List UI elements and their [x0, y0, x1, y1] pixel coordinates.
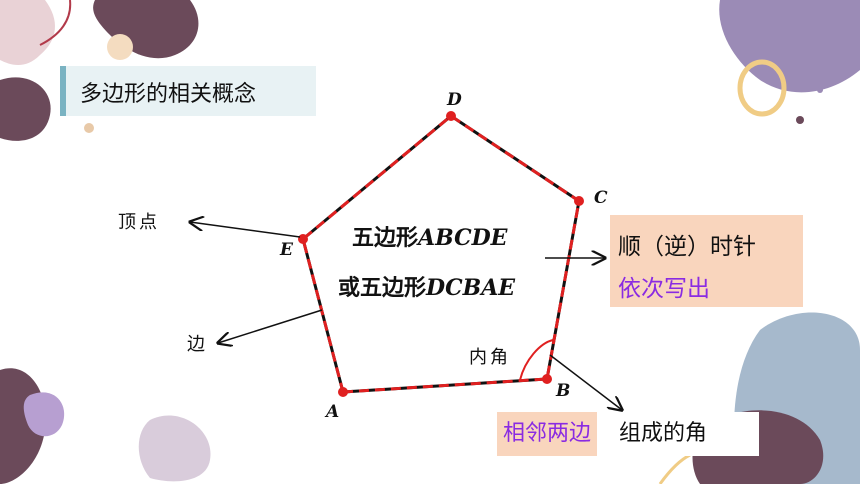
polygon-name-line1: 五边形ABCDE — [352, 220, 507, 252]
page-title: 多边形的相关概念 — [80, 82, 257, 107]
angle-def-highlight: 相邻两边 — [497, 412, 598, 456]
polygon-name-prefix-2: 或五边形 — [338, 275, 427, 301]
polygon-name-line2: 或五边形DCBAE — [338, 270, 515, 302]
blob-left — [0, 77, 51, 141]
ring — [737, 59, 787, 117]
blob-bottom-left-2 — [23, 392, 65, 437]
vertex-point-a — [338, 387, 348, 397]
side-label: 边 — [187, 334, 205, 355]
blob-top-left — [0, 0, 56, 65]
vertex-arrow — [190, 222, 301, 238]
vertex-point-d — [446, 111, 456, 121]
dot — [84, 123, 94, 133]
dot — [107, 34, 133, 60]
order-note-line2: 依次写出 — [618, 276, 710, 302]
vertex-label: 顶点 — [118, 212, 160, 233]
squiggle — [39, 0, 72, 46]
polygon-name-letters-2: DCBAE — [426, 275, 516, 301]
order-note-box: 顺（逆）时针 依次写出 — [610, 215, 803, 307]
polygon-name-letters-1: ABCDE — [418, 225, 508, 251]
side-arrow — [218, 309, 323, 343]
angle-arc — [519, 339, 554, 381]
vertex-label-c: C — [594, 188, 608, 208]
angle-def-rest: 组成的角 — [619, 421, 708, 446]
vertex-label-a: A — [326, 402, 340, 422]
vertex-label-e: E — [280, 240, 293, 260]
angle-def-box: 相邻两边 组成的角 — [497, 412, 759, 456]
order-note-line1: 顺（逆）时针 — [618, 234, 756, 260]
vertex-label-b: B — [556, 381, 571, 401]
polygon-dashes — [301, 114, 581, 394]
dot — [817, 87, 823, 93]
dot — [796, 116, 804, 124]
vertex-label-d: D — [447, 90, 462, 110]
angle-arrow — [549, 354, 622, 410]
vertex-point-b — [542, 374, 552, 384]
title-box: 多边形的相关概念 — [60, 66, 316, 116]
blob-bottom — [138, 415, 211, 482]
blob-top-center — [93, 0, 199, 59]
blob-top-right — [719, 0, 860, 93]
squiggle — [658, 453, 691, 484]
vertex-point-c — [574, 196, 584, 206]
vertex-point-e — [298, 234, 308, 244]
polygon-name-prefix-1: 五边形 — [352, 225, 419, 251]
interior-angle-label: 内角 — [469, 347, 511, 368]
